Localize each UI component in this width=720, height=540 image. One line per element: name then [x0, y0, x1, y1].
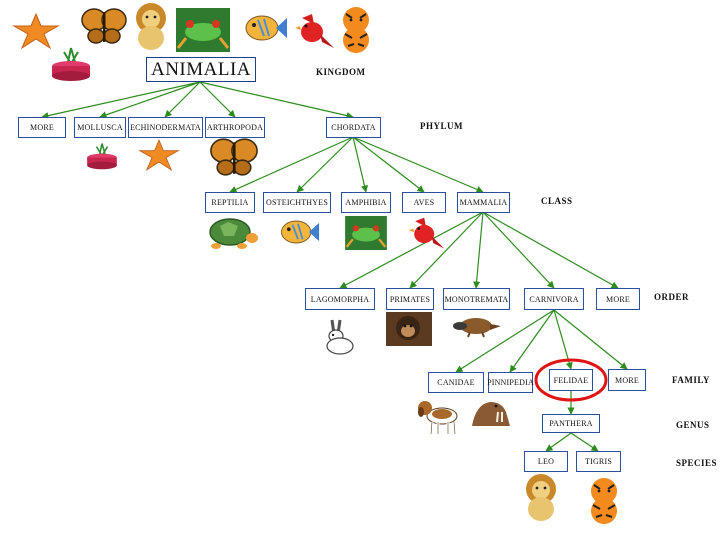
node-phylum-arthropoda: ARTHROPODA	[205, 117, 265, 138]
node-class-osteichthyes: OSTEICHTHYES	[263, 192, 331, 213]
node-family-more: MORE	[608, 369, 646, 391]
platypus-icon	[452, 314, 502, 338]
rank-phylum: PHYLUM	[420, 121, 463, 131]
link-panthera-tigris	[571, 433, 598, 451]
rank-species: SPECIES	[676, 458, 717, 468]
link-animalia-echinodermata	[165, 82, 200, 117]
cardinal-bird-icon	[292, 10, 336, 54]
link-animalia-more	[42, 82, 200, 117]
rabbit-icon	[318, 318, 358, 356]
node-class-aves: AVES	[402, 192, 446, 213]
node-animalia: ANIMALIA	[146, 57, 256, 82]
link-mammalia-carnivora	[483, 212, 554, 288]
sea-anemone-icon	[48, 44, 94, 84]
lion-icon	[520, 472, 562, 524]
node-family-pinnipedia: PINNIPEDIA	[488, 372, 533, 393]
node-phylum-mollusca: MOLLUSCA	[74, 117, 126, 138]
rank-class: CLASS	[541, 196, 573, 206]
node-genus-panthera: PANTHERA	[542, 414, 600, 433]
turtle-icon	[204, 214, 258, 252]
link-mammalia-more	[483, 212, 618, 288]
butterfly-icon	[80, 6, 128, 46]
chimpanzee-icon	[386, 312, 432, 346]
node-family-felidae: FELIDAE	[549, 369, 593, 391]
node-phylum-more: MORE	[18, 117, 66, 138]
frog-icon	[344, 216, 388, 250]
node-phylum-echinodermata: ECHINODERMATA	[128, 117, 203, 138]
lion-icon	[130, 2, 172, 52]
cardinal-bird-icon	[404, 214, 448, 254]
sea-anemone-icon	[84, 138, 120, 174]
node-phylum-chordata: CHORDATA	[326, 117, 381, 138]
link-chordata-mammalia	[353, 137, 483, 192]
tiger-icon	[584, 474, 624, 526]
node-class-mammalia: MAMMALIA	[457, 192, 510, 213]
node-species-tigris: TIGRIS	[576, 451, 621, 472]
rank-order: ORDER	[654, 292, 689, 302]
rank-family: FAMILY	[672, 375, 710, 385]
node-class-reptilia: REPTILIA	[205, 192, 255, 213]
link-panthera-leo	[546, 433, 571, 451]
beagle-dog-icon	[416, 396, 462, 436]
rank-kingdom: KINGDOM	[316, 67, 366, 77]
link-carnivora-pinnipedia	[510, 310, 554, 372]
node-order-monotremata: MONOTREMATA	[443, 288, 510, 310]
node-family-canidae: CANIDAE	[428, 372, 484, 393]
link-mammalia-monotremata	[476, 212, 483, 288]
fish-icon	[276, 214, 320, 250]
butterfly-icon	[208, 136, 260, 178]
link-animalia-mollusca	[100, 82, 200, 117]
node-class-amphibia: AMPHIBIA	[341, 192, 391, 213]
node-order-lagomorpha: LAGOMORPHA	[305, 288, 375, 310]
walrus-icon	[466, 394, 512, 430]
starfish-icon	[138, 138, 180, 172]
node-order-more: MORE	[596, 288, 640, 310]
link-animalia-arthropoda	[200, 82, 235, 117]
link-animalia-chordata	[200, 82, 353, 117]
fish-icon	[240, 10, 288, 46]
node-order-carnivora: CARNIVORA	[524, 288, 584, 310]
link-chordata-osteichthyes	[297, 137, 353, 192]
rank-genus: GENUS	[676, 420, 710, 430]
node-species-leo: LEO	[524, 451, 568, 472]
frog-icon	[176, 8, 230, 52]
node-order-primates: PRIMATES	[386, 288, 434, 310]
tiger-icon	[336, 4, 376, 54]
